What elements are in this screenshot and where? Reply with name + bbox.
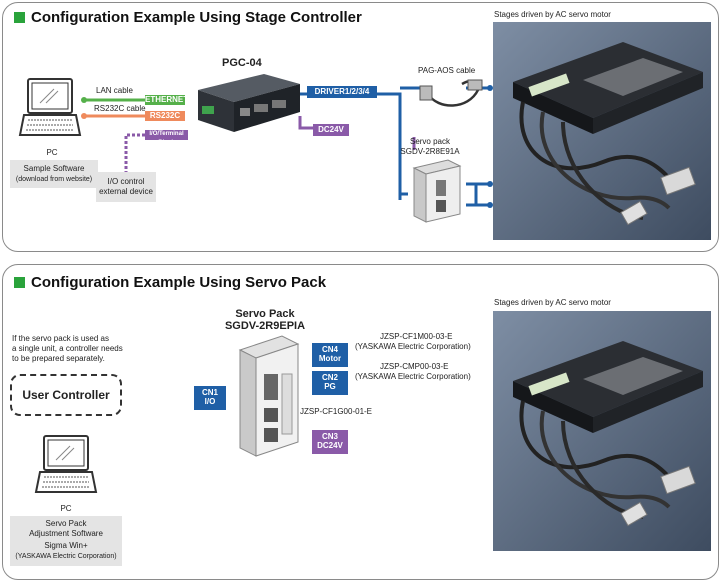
cable-cn4-line1: JZSP-CF1M00-03-E [380, 332, 453, 341]
pc-label-2: PC [60, 504, 72, 513]
cn3-line2: DC24V [317, 441, 343, 450]
adj-line-1: Servo Pack [45, 519, 87, 528]
ethernet-tag: ETHERNET [145, 95, 189, 105]
rs232c-tag: RS232C [145, 111, 185, 121]
panel1-title: Configuration Example Using Stage Contro… [31, 9, 362, 26]
user-controller-box: User Controller [10, 374, 122, 416]
rs232c-cable-label: RS232C cable [94, 104, 146, 113]
panel1-title-row: Configuration Example Using Stage Contro… [14, 9, 362, 26]
cn1-line1: CN1 [201, 388, 218, 397]
panel2-title: Configuration Example Using Servo Pack [31, 274, 327, 291]
adj-line-4: (YASKAWA Electric Corporation) [15, 553, 117, 560]
cn3-tag: CN3 DC24V [312, 430, 348, 454]
cn3-line1: CN3 [321, 432, 338, 441]
servo-pack-image-2 [236, 334, 302, 458]
servo-title-line1: Servo Pack [235, 308, 295, 320]
note-line-2: a single unit, a controller needs [12, 344, 123, 353]
cable-cn2-line1: JZSP-CMP00-03-E [380, 362, 449, 371]
cable-cn4-line2: (YASKAWA Electric Corporation) [355, 342, 471, 351]
software-box: Sample Software (download from website) [10, 160, 98, 188]
adj-line-3: Sigma Win+ [44, 541, 88, 550]
controller-model-label: PGC-04 [222, 57, 262, 69]
stage-image-2 [493, 311, 711, 551]
pc-laptop-icon-2 [34, 432, 98, 500]
cable-image [418, 76, 488, 110]
user-controller-label: User Controller [22, 388, 110, 402]
stage-image-1 [493, 22, 711, 240]
servo-label-line1: Servo pack [409, 137, 451, 146]
adj-line-2: Adjustment Software [29, 529, 103, 538]
lan-cable-label: LAN cable [96, 86, 133, 95]
cn1-tag: CN1 I/O [194, 386, 226, 410]
adjust-software-box: Servo Pack Adjustment Software Sigma Win… [10, 516, 122, 566]
software-label: Sample Software [23, 164, 85, 173]
cn2-line1: CN2 [321, 373, 338, 382]
servo-title-line2: SGDV-2R9EPIA [224, 320, 306, 332]
controller-image [188, 72, 302, 134]
dc24v-tag: DC24V [313, 124, 349, 136]
cn2-tag: CN2 PG [312, 371, 348, 395]
cn4-line2: Motor [318, 354, 342, 363]
driver-tag: DRIVER1/2/3/4 [307, 86, 377, 98]
io-device-line1: I/O control [107, 177, 145, 186]
pc-label: PC [46, 148, 58, 157]
panel2-title-row: Configuration Example Using Servo Pack [14, 274, 326, 291]
cn4-line1: CN4 [321, 345, 338, 354]
cable-label: PAG-AOS cable [418, 66, 476, 75]
stage-caption-2: Stages driven by AC servo motor [494, 298, 611, 307]
io-device-box: I/O control external device [96, 172, 156, 202]
cn4-tag: CN4 Motor [312, 343, 348, 367]
io-device-line2: external device [99, 187, 153, 196]
green-square-icon [14, 12, 25, 23]
note-line-3: to be prepared separately. [12, 354, 105, 363]
servo-pack-image [408, 158, 464, 224]
cn1-line2: I/O [204, 397, 216, 406]
cable-cn3: JZSP-CF1G00-01-E [300, 407, 373, 416]
pc-laptop-icon [18, 75, 82, 143]
io-tag: I/O/Terminal Block [145, 130, 188, 146]
software-note: (download from website) [15, 176, 93, 183]
note-line-1: If the servo pack is used as [12, 334, 109, 343]
stage-caption-1: Stages driven by AC servo motor [494, 10, 611, 19]
cable-cn2-line2: (YASKAWA Electric Corporation) [355, 372, 471, 381]
servo-label-line2: SGDV-2R8E91A [400, 147, 460, 156]
green-square-icon [14, 277, 25, 288]
cn2-line2: PG [324, 382, 336, 391]
